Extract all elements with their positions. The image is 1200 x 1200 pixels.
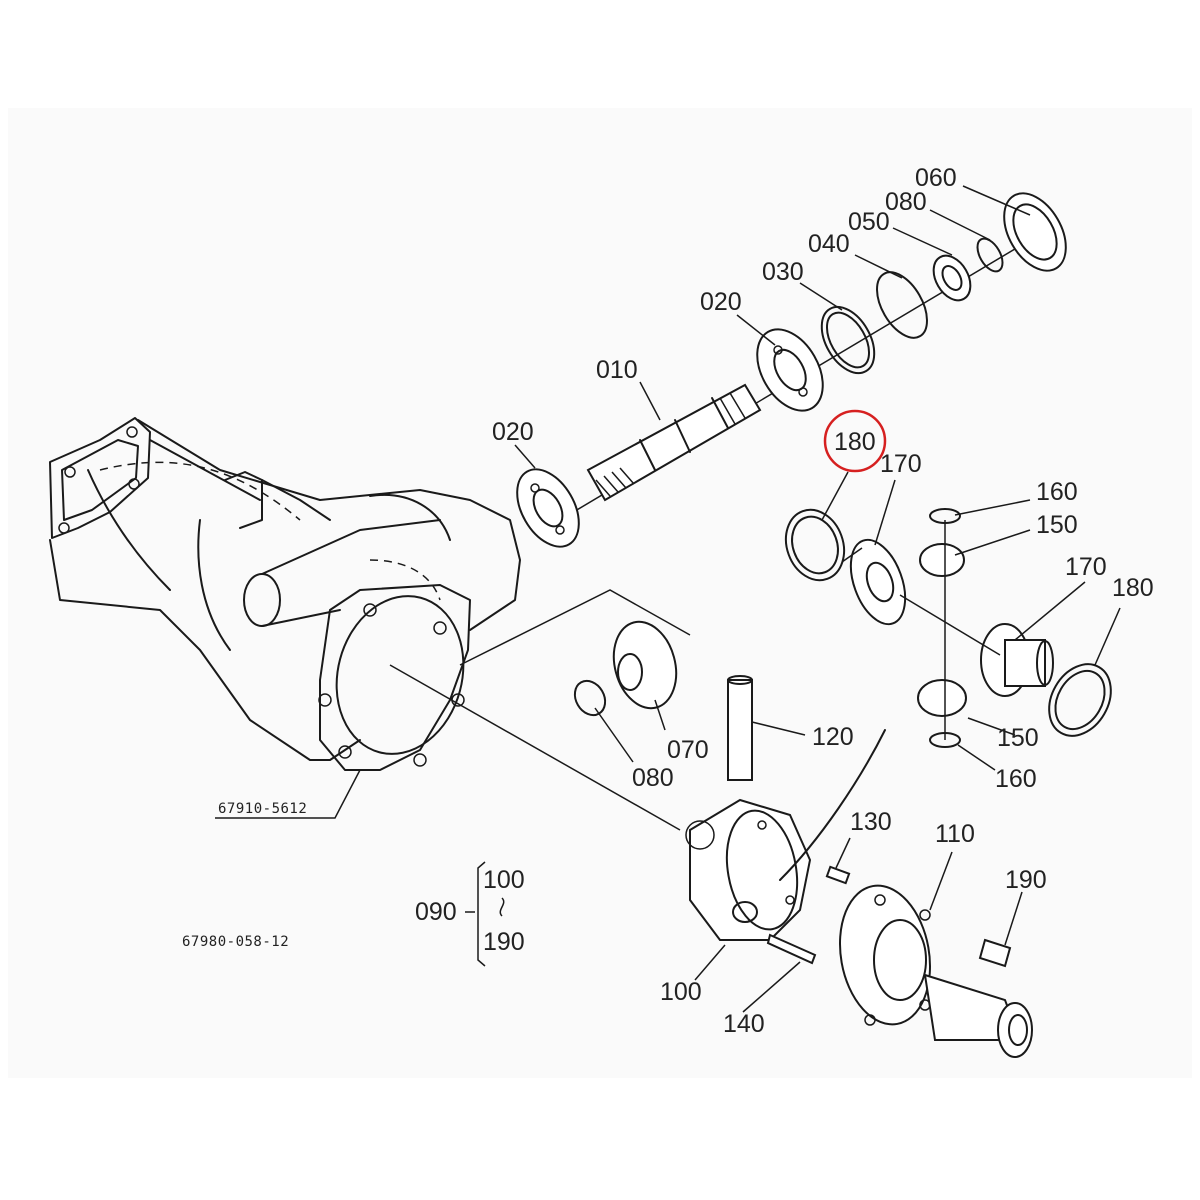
leader-lines — [514, 185, 1121, 1013]
flange-shaft — [838, 884, 1033, 1058]
callout-020-upper: 020 — [700, 288, 742, 316]
bracket-to-190: 190 — [483, 928, 525, 956]
assembly-bracket: 090 100 190 — [415, 861, 525, 967]
housing-part-number: 67910-5612 — [218, 801, 307, 817]
axle-housing — [49, 417, 681, 831]
callout-140: 140 — [723, 1010, 765, 1038]
part-number-leader — [215, 769, 361, 819]
highlight-circle — [823, 409, 887, 473]
callout-180-highlighted: 180 — [834, 428, 876, 456]
drawing-number: 67980-058-12 — [182, 934, 289, 950]
callout-100: 100 — [660, 978, 702, 1006]
callout-190: 190 — [1005, 866, 1047, 894]
drawing-sheet — [8, 108, 1192, 1078]
bracket-from-100: 100 — [483, 866, 525, 894]
callout-150-upper: 150 — [1036, 511, 1078, 539]
callout-110: 110 — [935, 820, 975, 848]
callout-170-right: 170 — [1065, 553, 1107, 581]
callout-040: 040 — [808, 230, 850, 258]
differential-gears — [784, 508, 1112, 748]
callout-070: 070 — [667, 736, 709, 764]
callout-160-upper: 160 — [1036, 478, 1078, 506]
callout-160-lower: 160 — [995, 765, 1037, 793]
shaft-assembly — [516, 192, 1067, 548]
callout-090: 090 — [415, 898, 457, 926]
callout-170-left: 170 — [880, 450, 922, 478]
callout-130: 130 — [850, 808, 892, 836]
callout-020-lower: 020 — [492, 418, 534, 446]
callout-080-lower: 080 — [632, 764, 674, 792]
callout-050: 050 — [848, 208, 890, 236]
callouts: 060 080 050 040 030 020 010 020 180 170 … — [492, 164, 1154, 1038]
callout-030: 030 — [762, 258, 804, 286]
callout-150-lower: 150 — [997, 724, 1039, 752]
callout-060: 060 — [915, 164, 957, 192]
callout-120: 120 — [812, 723, 854, 751]
callout-010: 010 — [596, 356, 638, 384]
callout-080: 080 — [885, 188, 927, 216]
callout-180-right: 180 — [1112, 574, 1154, 602]
differential-case — [685, 729, 886, 965]
pin-120 — [727, 675, 753, 781]
